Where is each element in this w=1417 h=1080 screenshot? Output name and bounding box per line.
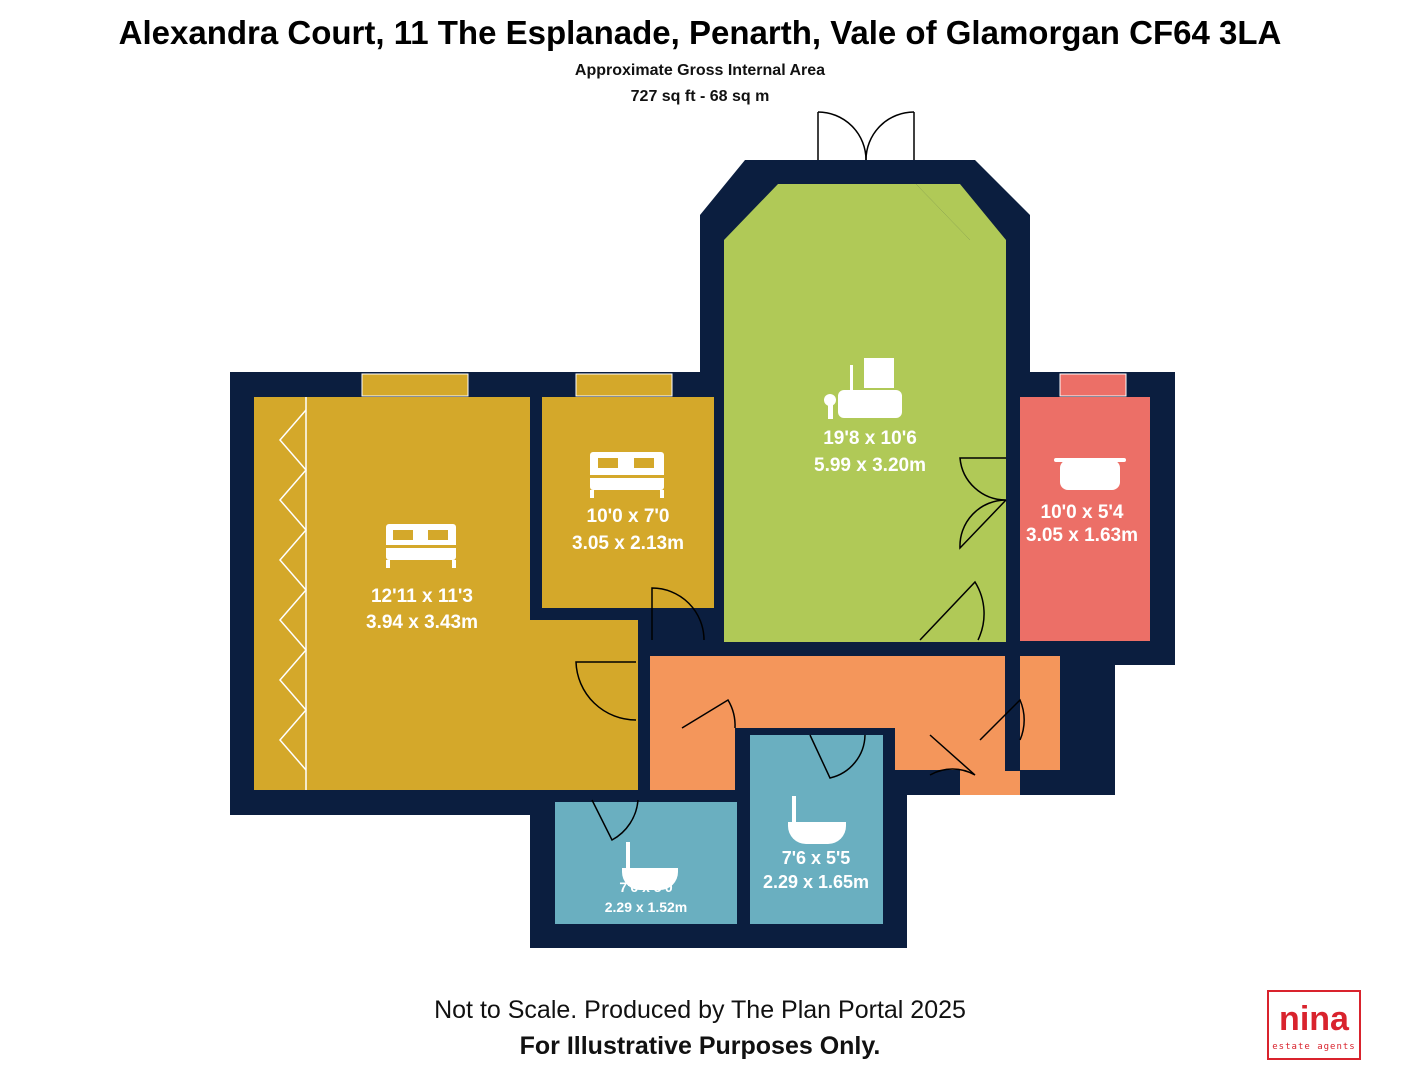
interior-doors bbox=[575, 457, 1025, 842]
sofa-icon bbox=[824, 358, 902, 419]
bathroom2-metric: 2.29 x 1.65m bbox=[763, 872, 869, 892]
kitchen-floor bbox=[1020, 397, 1150, 641]
bathroom1-imperial: 7'6 x 5'0 bbox=[619, 879, 673, 895]
bed-icon bbox=[386, 524, 456, 568]
bedroom1-floor bbox=[254, 397, 638, 790]
bedroom1-metric: 3.94 x 3.43m bbox=[366, 612, 478, 633]
logo-tagline: estate agents bbox=[1272, 1042, 1356, 1052]
bathroom1-floor bbox=[555, 802, 737, 924]
bedroom2-floor bbox=[542, 397, 714, 608]
kitchen-metric: 3.05 x 1.63m bbox=[1026, 525, 1138, 546]
area-value: 727 sq ft - 68 sq m bbox=[630, 88, 770, 105]
area-subtitle: Approximate Gross Internal Area bbox=[574, 62, 826, 79]
wardrobe bbox=[279, 397, 307, 790]
footer-scale-note: Not to Scale. Produced by The Plan Porta… bbox=[434, 996, 966, 1024]
bath-icon bbox=[788, 796, 846, 844]
windows bbox=[361, 373, 1127, 397]
bed-icon bbox=[590, 452, 664, 498]
living-metric: 5.99 x 3.20m bbox=[814, 455, 926, 476]
bedroom2-imperial: 10'0 x 7'0 bbox=[587, 506, 670, 527]
bathroom2-imperial: 7'6 x 5'5 bbox=[782, 848, 851, 868]
pot-icon bbox=[1054, 458, 1126, 490]
bedroom2-metric: 3.05 x 2.13m bbox=[572, 533, 684, 554]
logo-name: nina bbox=[1279, 1000, 1349, 1038]
footer-disclaimer: For Illustrative Purposes Only. bbox=[519, 1032, 881, 1060]
kitchen-imperial: 10'0 x 5'4 bbox=[1041, 502, 1124, 523]
bathroom1-metric: 2.29 x 1.52m bbox=[605, 899, 688, 915]
french-doors bbox=[817, 111, 915, 161]
nina-logo: nina estate agents bbox=[1267, 990, 1361, 1060]
bedroom1-imperial: 12'11 x 11'3 bbox=[371, 586, 473, 607]
bath-icon bbox=[622, 842, 678, 890]
page-title: Alexandra Court, 11 The Esplanade, Penar… bbox=[118, 14, 1282, 51]
living-imperial: 19'8 x 10'6 bbox=[823, 428, 917, 449]
